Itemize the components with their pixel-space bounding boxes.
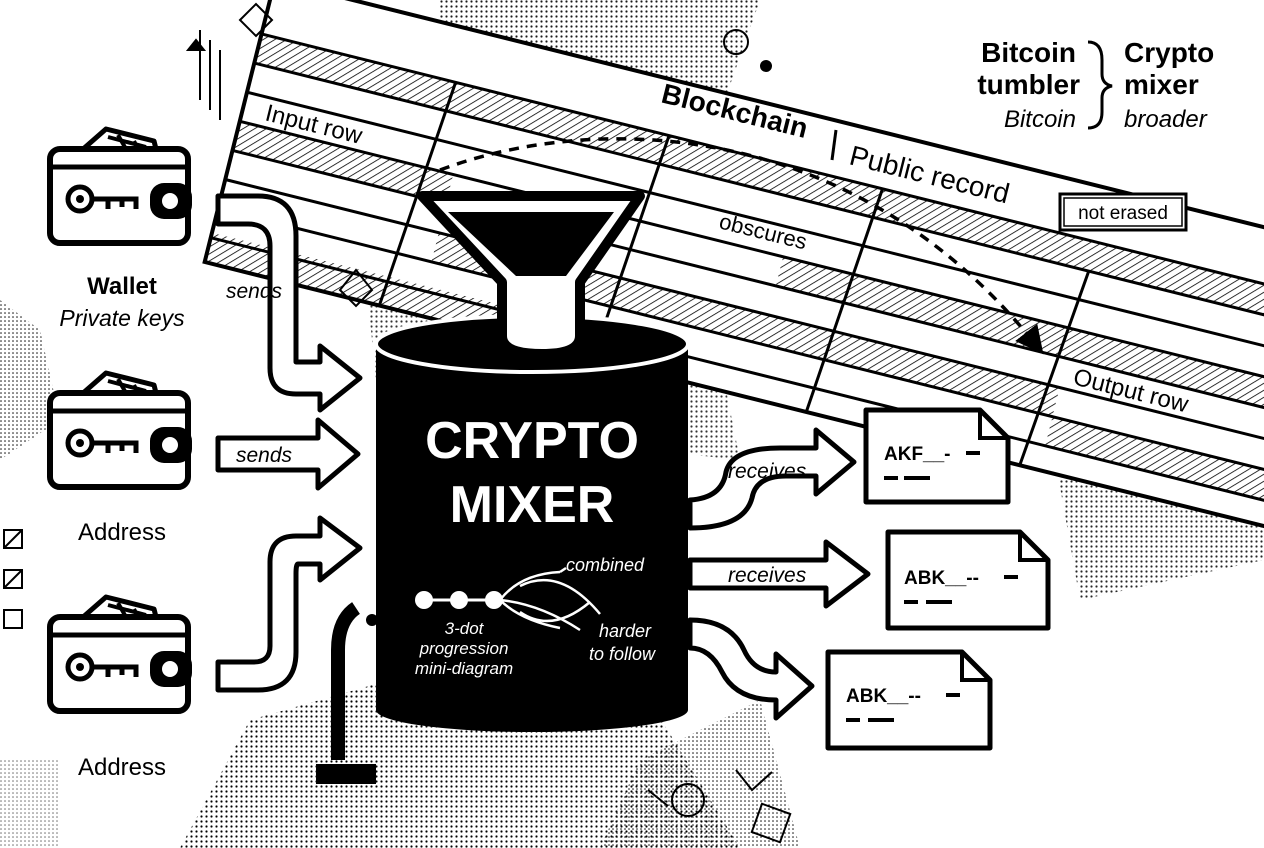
- input-arrows: [215, 193, 363, 693]
- mini-dot-3: [485, 591, 503, 609]
- wallet-key-icon: [50, 597, 192, 711]
- title-divider: [830, 129, 838, 161]
- mixer-body: [376, 340, 688, 710]
- mini-dot-1: [415, 591, 433, 609]
- mini-flow-diagram: [415, 566, 601, 632]
- output-document-3: ABK__--: [825, 649, 993, 751]
- mixer-handle-knob: [366, 614, 378, 626]
- output-1-address: AKF__-: [884, 444, 951, 465]
- mixer-drain-pipe: [331, 602, 361, 760]
- mini-dot-2: [450, 591, 468, 609]
- input-1-label: sends: [226, 280, 283, 303]
- mixer-machine: CRYPTO MIXER combined harder to follow 3…: [316, 191, 690, 784]
- output-document-1: AKF__-: [863, 407, 1011, 505]
- input-arrow-1: [215, 193, 363, 413]
- output-arrow-1: [687, 427, 857, 531]
- not-erased-text: not erased: [1078, 203, 1168, 224]
- wallet-3-title: Address: [78, 754, 166, 781]
- legend-term1-note: Bitcoin: [1004, 106, 1076, 133]
- output-arrows: [687, 427, 871, 721]
- output-2-address: ABK__--: [904, 568, 979, 589]
- output-2-label: receives: [728, 564, 807, 587]
- blockchain-ledger: Input row Blockchain Public record obscu…: [202, 0, 1264, 536]
- trace-dashed-arrow: [439, 137, 1044, 355]
- wallet-1: Wallet Private keys: [50, 129, 192, 331]
- mini-label-3: mini-diagram: [415, 659, 513, 678]
- output-1-label: receives: [728, 460, 807, 483]
- mixer-title-line2: MIXER: [450, 476, 615, 534]
- funnel-opening: [448, 212, 614, 276]
- input-arrow-2: [215, 417, 361, 491]
- mini-label-2: progression: [419, 639, 509, 658]
- mini-label-1: 3-dot: [445, 619, 485, 638]
- legend-term1: Bitcoin: [981, 37, 1076, 68]
- legend-term2b: mixer: [1124, 69, 1199, 100]
- not-erased-tag: not erased: [1058, 192, 1188, 232]
- output-document-2: ABK__--: [885, 529, 1051, 631]
- wallet-key-icon: [50, 373, 192, 487]
- decorative-shapes: [3, 2, 792, 844]
- document-icon: [863, 407, 1011, 505]
- wallet-2-title: Address: [78, 519, 166, 546]
- output-3-address: ABK__--: [846, 686, 921, 707]
- mixer-base: [376, 688, 688, 732]
- input-2-label: sends: [236, 444, 293, 467]
- document-icon: [825, 649, 993, 751]
- wallet-2: Address: [50, 373, 192, 546]
- legend-term2: Crypto: [1124, 37, 1214, 68]
- wallet-1-title: Wallet: [87, 273, 157, 300]
- input-arrow-3: [215, 515, 363, 693]
- wallet-1-subtitle: Private keys: [59, 305, 185, 331]
- legend-term2-note: broader: [1124, 106, 1208, 133]
- output-arrow-3: [687, 617, 815, 721]
- wallet-key-icon: [50, 129, 192, 243]
- legend-term1b: tumbler: [977, 69, 1080, 100]
- combined-label: combined: [566, 555, 645, 575]
- mixer-pipe-base: [316, 764, 376, 784]
- wallet-3: Address: [50, 597, 192, 781]
- legend-brace: [1087, 40, 1113, 130]
- terms-legend: Bitcoin tumbler Bitcoin Crypto mixer bro…: [977, 37, 1214, 133]
- harder-label-1: harder: [599, 621, 652, 641]
- output-arrow-2: [687, 539, 871, 609]
- harder-label-2: to follow: [589, 644, 656, 664]
- mixer-title-line1: CRYPTO: [425, 412, 639, 470]
